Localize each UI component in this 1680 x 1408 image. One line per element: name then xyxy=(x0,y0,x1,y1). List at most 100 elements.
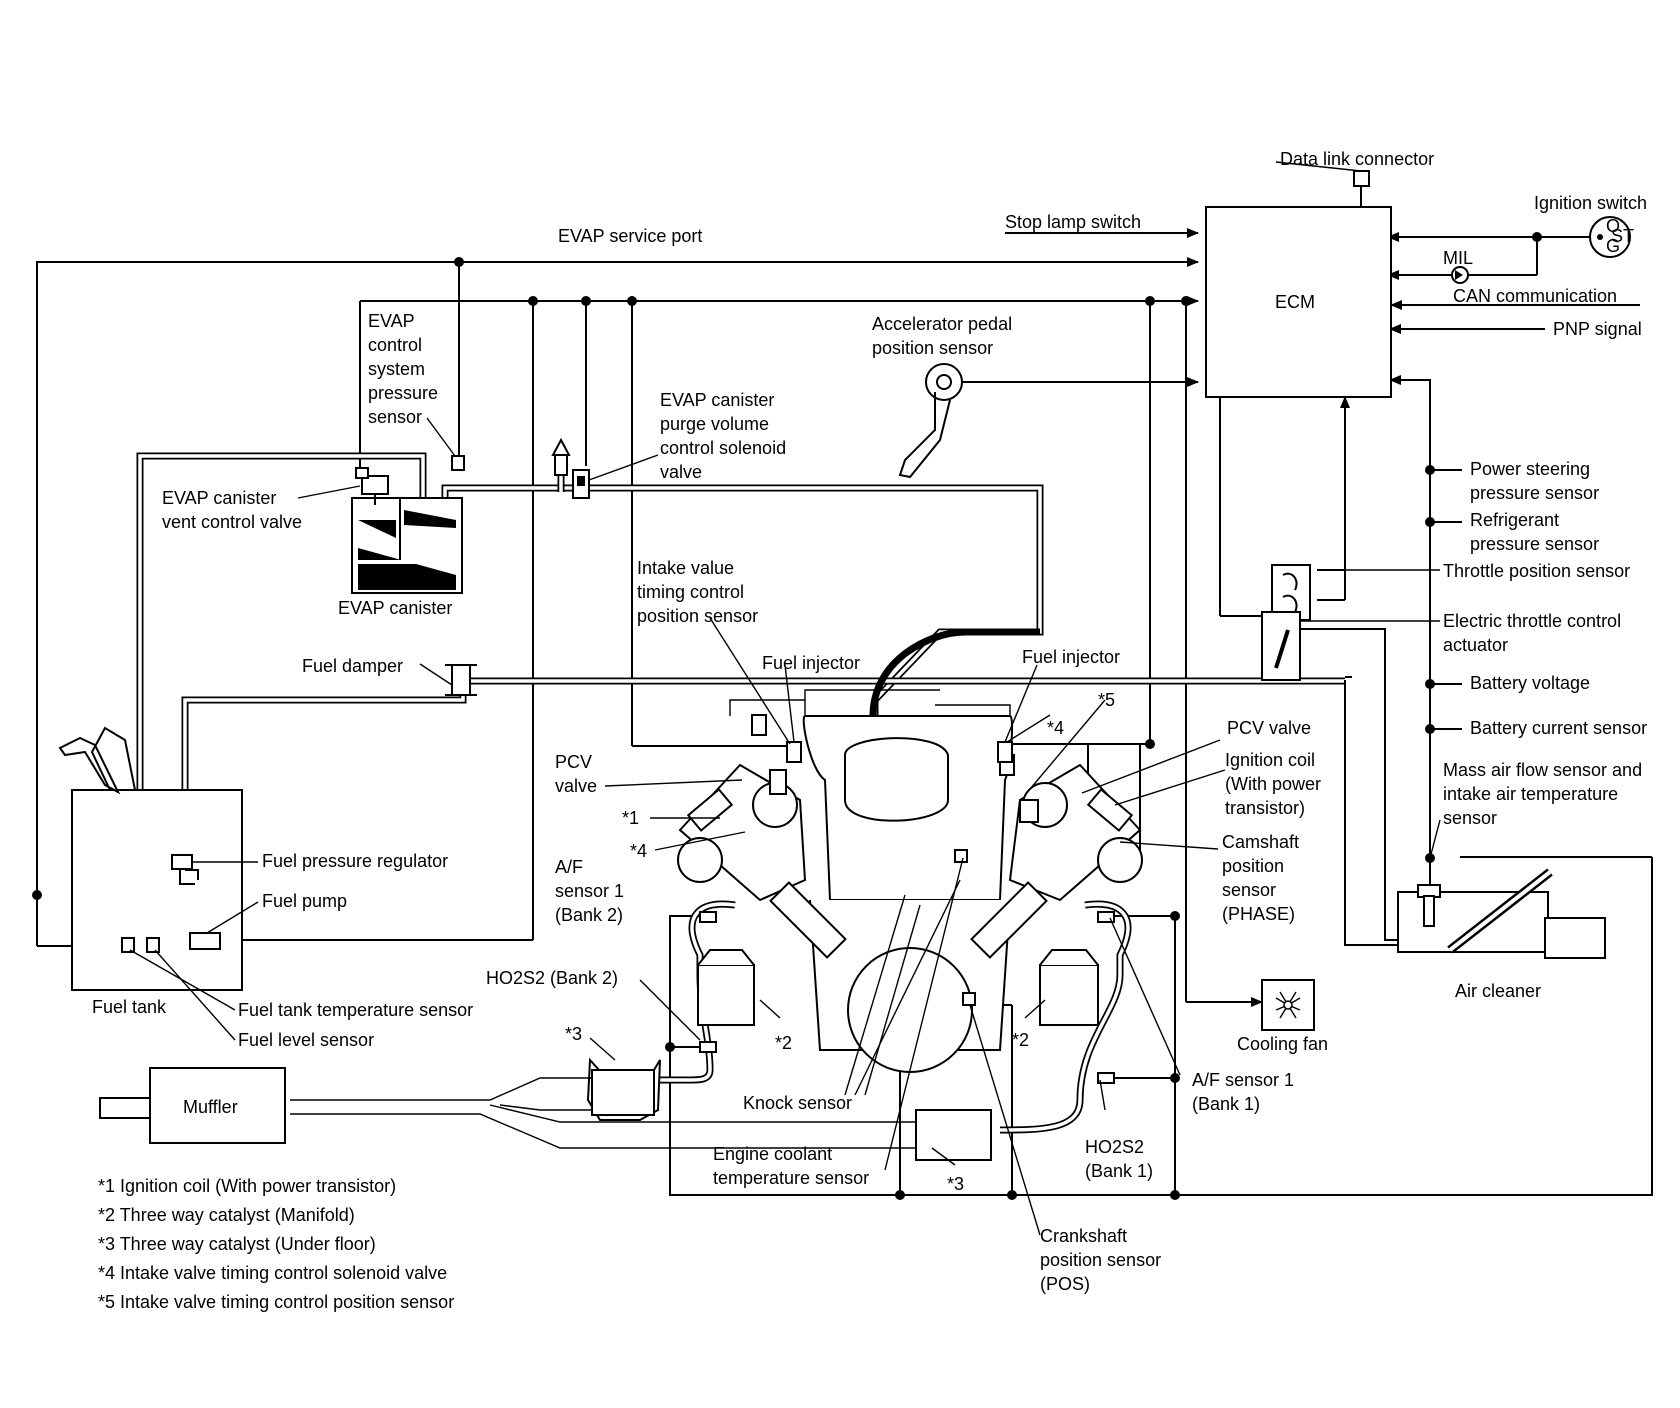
label-can-communication: CAN communication xyxy=(1453,286,1617,306)
label-line: (Bank 1) xyxy=(1192,1094,1260,1114)
label-fuel-level-sensor: Fuel level sensor xyxy=(238,1030,374,1050)
evap-vent-valve xyxy=(355,467,389,505)
engine-block xyxy=(677,628,1143,1073)
exhaust-system xyxy=(99,900,1132,1161)
label-line: A/F sensor 1 xyxy=(1192,1070,1294,1090)
label-engine-coolant-sensor: Engine coolant temperature sensor xyxy=(713,1144,869,1188)
label-evap-purge-valve: EVAP canister purge volume control solen… xyxy=(660,390,786,482)
label-throttle-position-sensor: Throttle position sensor xyxy=(1443,561,1630,581)
label-line: EVAP canister xyxy=(660,390,774,410)
label-crankshaft-sensor: Crankshaft position sensor (POS) xyxy=(1040,1226,1161,1294)
label-star4-left: *4 xyxy=(630,841,647,861)
label-line: timing control xyxy=(637,582,744,602)
label-line: control xyxy=(368,335,422,355)
label-line: EVAP xyxy=(368,311,415,331)
label-line: system xyxy=(368,359,425,379)
label-star1: *1 xyxy=(622,808,639,828)
label-line: pressure xyxy=(368,383,438,403)
label-line: temperature sensor xyxy=(713,1168,869,1188)
footnote-3: *3 Three way catalyst (Under floor) xyxy=(98,1234,376,1254)
label-line: position sensor xyxy=(637,606,758,626)
label-line: Power steering xyxy=(1470,459,1590,479)
evap-canister xyxy=(351,497,463,594)
label-evap-service-port: EVAP service port xyxy=(558,226,702,246)
leader-lines xyxy=(129,161,1441,1236)
label-cooling-fan: Cooling fan xyxy=(1237,1034,1328,1054)
label-star3-left: *3 xyxy=(565,1024,582,1044)
label-camshaft-sensor: Camshaft position sensor (PHASE) xyxy=(1222,832,1299,924)
label-ho2s2-bank1: HO2S2 (Bank 1) xyxy=(1085,1137,1153,1181)
footnote-4: *4 Intake valve timing control solenoid … xyxy=(98,1263,447,1283)
label-fuel-damper: Fuel damper xyxy=(302,656,403,676)
cooling-fan xyxy=(1261,979,1315,1031)
label-line: sensor xyxy=(1222,880,1276,900)
label-line: Crankshaft xyxy=(1040,1226,1127,1246)
air-cleaner xyxy=(1344,680,1606,959)
label-line: position sensor xyxy=(1040,1250,1161,1270)
component-labels: Data link connector Ignition switch Stop… xyxy=(92,149,1647,1294)
label-fuel-injector-left: Fuel injector xyxy=(762,653,860,673)
label-line: (POS) xyxy=(1040,1274,1090,1294)
label-line: actuator xyxy=(1443,635,1508,655)
label-accelerator-pedal-sensor: Accelerator pedal position sensor xyxy=(872,314,1012,358)
label-line: ST xyxy=(1611,226,1634,246)
ignition-switch: O ST G xyxy=(1589,216,1634,258)
evap-purge-valve xyxy=(572,469,590,499)
label-line: sensor 1 xyxy=(555,881,624,901)
label-line: sensor xyxy=(368,407,422,427)
label-maf-sensor: Mass air flow sensor and intake air temp… xyxy=(1443,760,1642,828)
label-line: PCV xyxy=(555,752,592,772)
label-line: pressure sensor xyxy=(1470,534,1599,554)
label-line: sensor xyxy=(1443,808,1497,828)
label-fuel-tank-temp-sensor: Fuel tank temperature sensor xyxy=(238,1000,473,1020)
label-line: transistor) xyxy=(1225,798,1305,818)
label-line: Electric throttle control xyxy=(1443,611,1621,631)
label-star2-right: *2 xyxy=(1012,1030,1029,1050)
label-pnp-signal: PNP signal xyxy=(1553,319,1642,339)
label-electric-throttle-actuator: Electric throttle control actuator xyxy=(1443,611,1621,655)
label-line: Intake value xyxy=(637,558,734,578)
label-line: (Bank 1) xyxy=(1085,1161,1153,1181)
footnotes: *1 Ignition coil (With power transistor)… xyxy=(98,1176,454,1312)
label-line: Mass air flow sensor and xyxy=(1443,760,1642,780)
label-fuel-pressure-regulator: Fuel pressure regulator xyxy=(262,851,448,871)
label-data-link-connector: Data link connector xyxy=(1280,149,1434,169)
label-line: G xyxy=(1606,236,1620,256)
label-evap-control-sensor: EVAP control system pressure sensor xyxy=(368,311,438,427)
label-line: purge volume xyxy=(660,414,769,434)
fuel-tank xyxy=(58,726,243,991)
label-knock-sensor: Knock sensor xyxy=(743,1093,852,1113)
label-line: Engine coolant xyxy=(713,1144,832,1164)
label-fuel-tank: Fuel tank xyxy=(92,997,167,1017)
label-stop-lamp-switch: Stop lamp switch xyxy=(1005,212,1141,232)
label-evap-vent-valve: EVAP canister vent control valve xyxy=(162,488,302,532)
label-ho2s2-bank2: HO2S2 (Bank 2) xyxy=(486,968,618,988)
label-line: (Bank 2) xyxy=(555,905,623,925)
ecm-module: ECM xyxy=(1205,206,1392,398)
label-fuel-injector-right: Fuel injector xyxy=(1022,647,1120,667)
label-fuel-pump: Fuel pump xyxy=(262,891,347,911)
label-star2-left: *2 xyxy=(775,1033,792,1053)
ecm-label: ECM xyxy=(1275,292,1315,312)
label-line: (With power xyxy=(1225,774,1321,794)
label-line: valve xyxy=(555,776,597,796)
label-power-steering-sensor: Power steering pressure sensor xyxy=(1470,459,1599,503)
label-af-sensor-bank1: A/F sensor 1 (Bank 1) xyxy=(1192,1070,1294,1114)
label-af-sensor-bank2: A/F sensor 1 (Bank 2) xyxy=(555,857,624,925)
label-star3-right: *3 xyxy=(947,1174,964,1194)
mil-label: MIL xyxy=(1443,248,1473,268)
label-line: Accelerator pedal xyxy=(872,314,1012,334)
label-refrigerant-sensor: Refrigerant pressure sensor xyxy=(1470,510,1599,554)
mil-lamp: MIL xyxy=(1443,248,1473,284)
label-battery-voltage: Battery voltage xyxy=(1470,673,1590,693)
evap-pressure-sensor xyxy=(451,455,465,471)
fuel-damper xyxy=(445,664,477,696)
footnote-2: *2 Three way catalyst (Manifold) xyxy=(98,1205,355,1225)
label-line: (PHASE) xyxy=(1222,904,1295,924)
label-line: HO2S2 xyxy=(1085,1137,1144,1157)
label-air-cleaner: Air cleaner xyxy=(1455,981,1541,1001)
label-ignition-coil: Ignition coil (With power transistor) xyxy=(1225,750,1321,818)
footnote-1: *1 Ignition coil (With power transistor) xyxy=(98,1176,396,1196)
wire-junctions xyxy=(32,232,1542,1200)
